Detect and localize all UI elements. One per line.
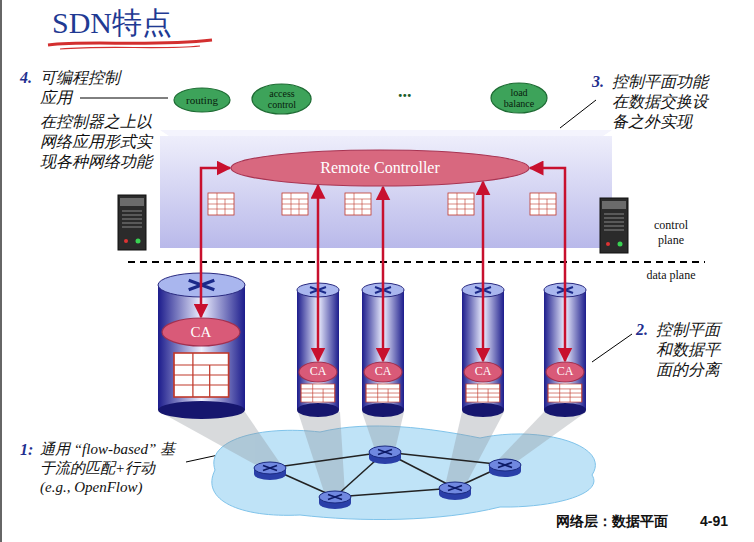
callout-text: 可编程控制应用: [40, 68, 128, 108]
callout-number: 3.: [592, 72, 604, 92]
callout-number: 1:: [20, 440, 33, 460]
ellipsis: ...: [398, 80, 412, 103]
node-label: access control: [260, 88, 304, 110]
control-agent: CA: [463, 361, 503, 383]
control-agent: CA: [161, 317, 241, 347]
node-text-group: CA: [310, 365, 327, 378]
controller-ellipse: Remote Controller: [230, 149, 530, 187]
node-label: CA: [310, 365, 327, 378]
control-link-arrow: [382, 187, 385, 361]
control-agent: CA: [298, 361, 338, 383]
node-label: Remote Controller: [320, 159, 440, 177]
node-text-group: Remote Controller: [320, 159, 440, 177]
node-text-group: CA: [191, 324, 212, 341]
control-link-arrow: [482, 182, 485, 361]
node-text-group: CA: [475, 365, 492, 378]
node-text-group: load balance: [499, 87, 539, 109]
app-ellipse: access control: [251, 83, 312, 115]
callout-text: 控制平面功能在数据交换设备之外实现: [612, 72, 712, 132]
footer-text: 网络层：数据平面: [556, 513, 668, 531]
plane-label: data plane: [640, 268, 702, 283]
page-number: 4-91: [700, 513, 728, 531]
app-ellipse: load balance: [490, 82, 548, 114]
callout-number: 4.: [20, 68, 32, 88]
control-link-arrow: [201, 168, 230, 317]
node-text-group: access control: [260, 88, 304, 110]
callout-text: 在控制器之上以网络应用形式实现各种网络功能: [40, 112, 156, 172]
node-label: CA: [557, 365, 574, 378]
node-label: load balance: [499, 87, 539, 109]
callout-text: 控制平面和数据平面的分离: [656, 320, 726, 380]
node-text-group: CA: [375, 365, 392, 378]
control-link-arrow: [530, 168, 565, 361]
control-agent: CA: [545, 361, 585, 383]
node-label: routing: [186, 94, 218, 106]
node-label: CA: [375, 365, 392, 378]
control-agent: CA: [363, 361, 403, 383]
node-label: CA: [475, 365, 492, 378]
node-label: CA: [191, 324, 212, 341]
slide-title: SDN特点: [52, 4, 172, 42]
callout-text: 通用 “flow-based” 基于流的匹配+行动(e.g., OpenFlow…: [40, 440, 182, 496]
callout-number: 2.: [636, 320, 648, 340]
node-text-group: CA: [557, 365, 574, 378]
control-link-arrow: [317, 185, 320, 361]
node-text-group: routing: [186, 94, 218, 106]
plane-label: control plane: [640, 218, 702, 248]
app-ellipse: routing: [173, 87, 231, 113]
